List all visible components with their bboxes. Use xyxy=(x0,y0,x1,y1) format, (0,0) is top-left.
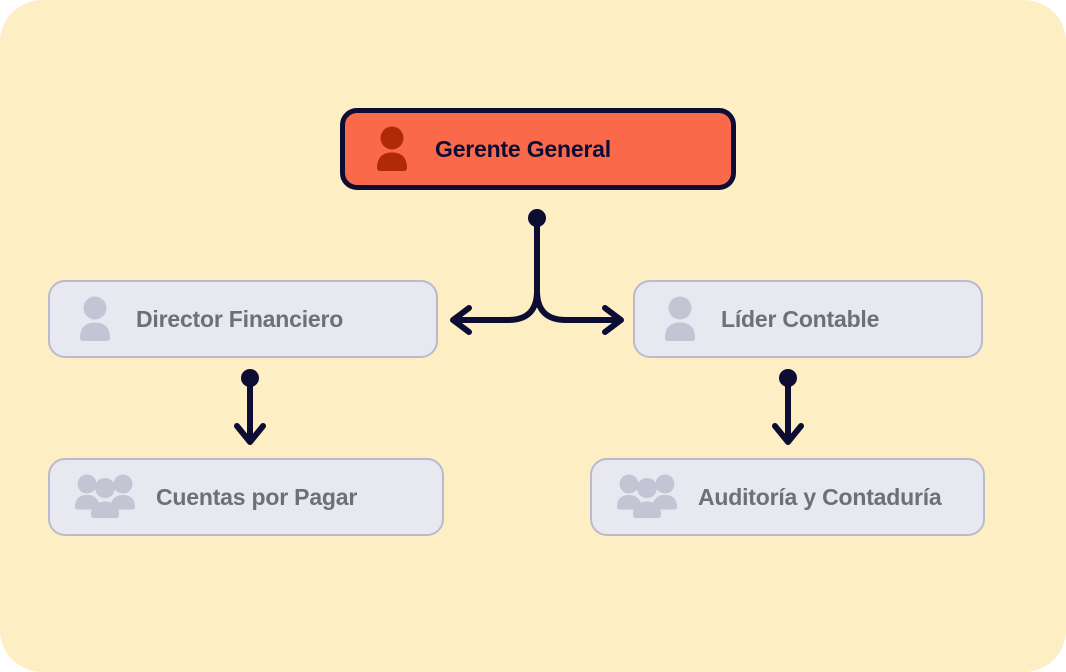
connector-financiero-to-cuentas xyxy=(234,369,266,445)
connector-path-left xyxy=(455,215,540,323)
node-label: Director Financiero xyxy=(136,305,344,332)
node-lider-contable[interactable]: Líder Contable xyxy=(633,280,983,358)
node-label: Cuentas por Pagar xyxy=(156,483,358,510)
node-cuentas-por-pagar[interactable]: Cuentas por Pagar xyxy=(48,458,444,536)
connector-root-split xyxy=(450,209,624,335)
person-icon xyxy=(377,126,407,171)
node-label: Auditoría y Contaduría xyxy=(698,483,942,510)
connector-lider-to-auditoria xyxy=(772,369,804,445)
node-gerente-general[interactable]: Gerente General xyxy=(340,108,736,190)
arrowhead-down-right xyxy=(772,423,804,445)
node-auditoria-y-contaduria[interactable]: Auditoría y Contaduría xyxy=(590,458,985,536)
person-icon xyxy=(665,296,695,341)
people-group-icon xyxy=(617,474,677,518)
arrowhead-left xyxy=(450,305,472,335)
arrowhead-right xyxy=(602,305,624,335)
node-label: Gerente General xyxy=(435,135,611,162)
connector-path-right xyxy=(534,215,619,323)
person-icon xyxy=(80,296,110,341)
people-group-icon xyxy=(75,474,135,518)
node-label: Líder Contable xyxy=(721,305,880,332)
node-director-financiero[interactable]: Director Financiero xyxy=(48,280,438,358)
arrowhead-down-left xyxy=(234,423,266,445)
